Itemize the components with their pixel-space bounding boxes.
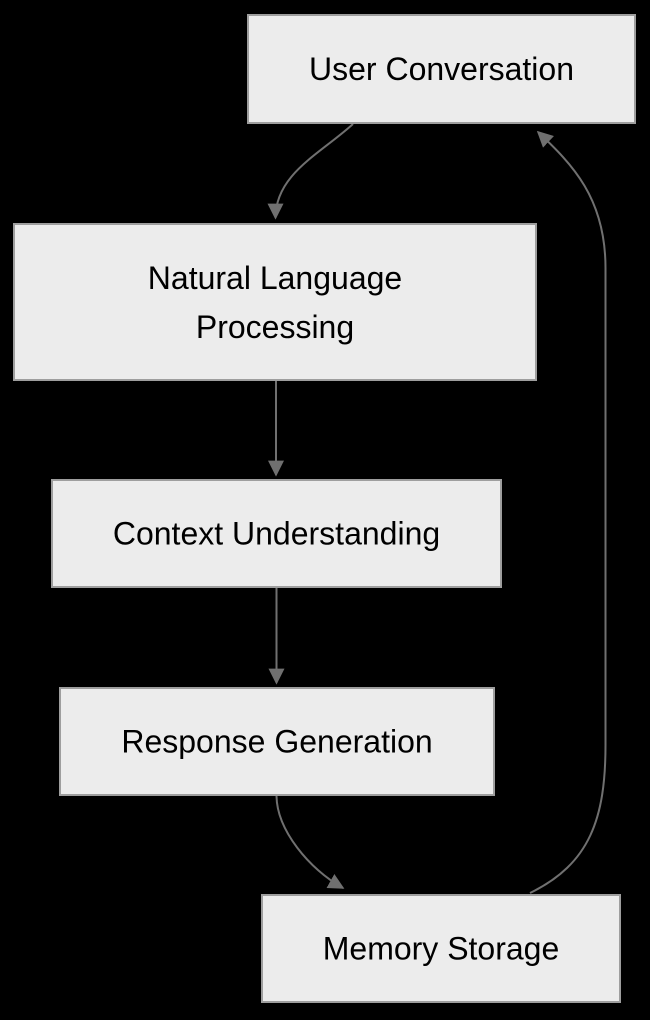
node-memory-storage-box xyxy=(261,894,621,1003)
node-user-conversation-box xyxy=(247,14,636,124)
node-response-generation-box xyxy=(59,687,495,796)
node-context-understanding: Context Understanding xyxy=(51,479,502,588)
edge-user-conversation-to-nlp xyxy=(267,123,354,220)
node-user-conversation-label: User Conversation xyxy=(309,51,574,87)
node-natural-language-processing: Natural Language Processing xyxy=(13,223,537,381)
edge-memory-storage-to-user-conversation xyxy=(529,130,607,894)
edge-response-generation-to-memory-storage xyxy=(275,795,345,889)
node-natural-language-processing-box xyxy=(13,223,537,381)
edge-layer xyxy=(267,123,607,894)
node-response-generation-label: Response Generation xyxy=(121,724,432,760)
node-context-understanding-box xyxy=(51,479,502,588)
node-memory-storage-label: Memory Storage xyxy=(323,931,560,967)
node-memory-storage: Memory Storage xyxy=(261,894,621,1003)
node-context-understanding-label: Context Understanding xyxy=(113,516,440,552)
node-natural-language-processing-label-line1: Natural Language xyxy=(148,260,402,296)
node-response-generation: Response Generation xyxy=(59,687,495,796)
node-user-conversation: User Conversation xyxy=(247,14,636,124)
node-natural-language-processing-label-line2: Processing xyxy=(196,309,354,345)
